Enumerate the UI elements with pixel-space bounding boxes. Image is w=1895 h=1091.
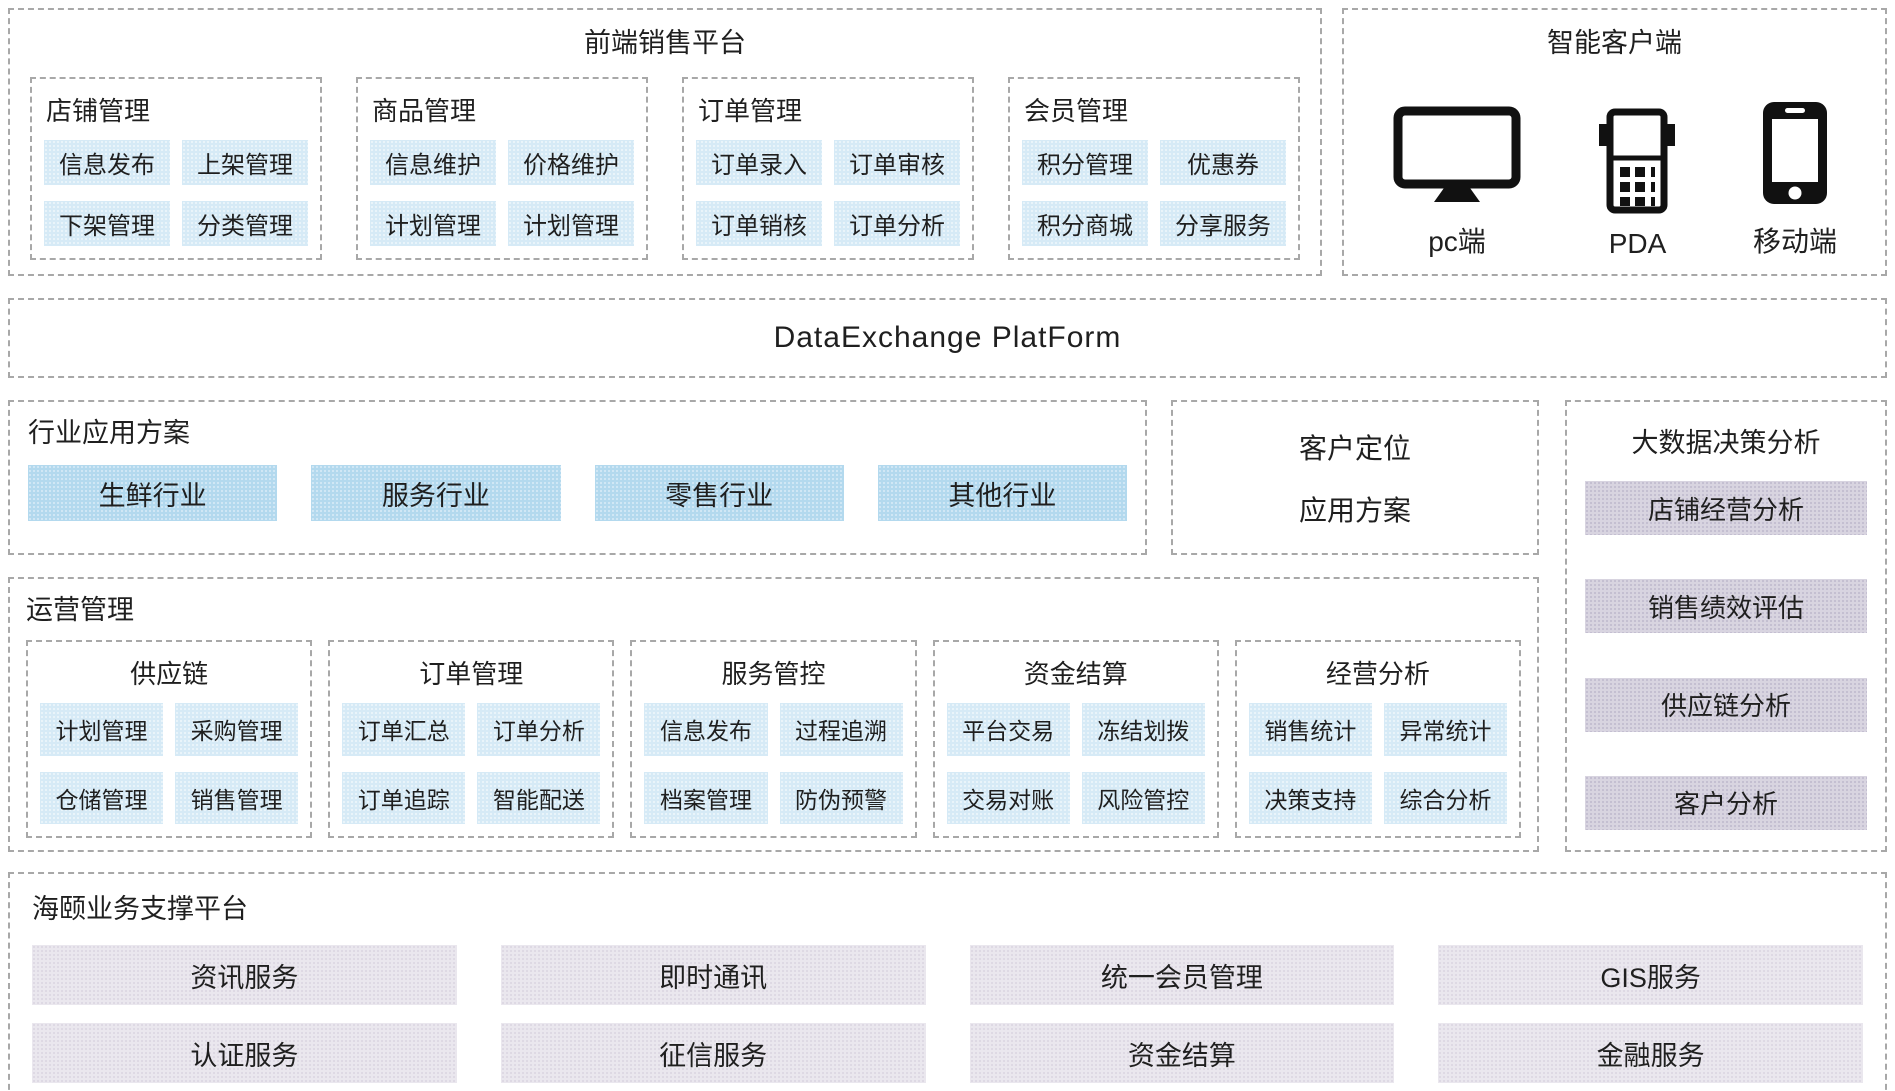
service-box: 即时通讯 bbox=[500, 945, 926, 1006]
module-chip: 信息维护 bbox=[370, 140, 496, 186]
module-chip: 过程追溯 bbox=[779, 703, 903, 756]
module-chip: 积分管理 bbox=[1022, 140, 1148, 186]
service-box: 资金结算 bbox=[969, 1023, 1395, 1084]
module-chip: 档案管理 bbox=[644, 771, 768, 824]
module-chip: 决策支持 bbox=[1248, 771, 1372, 824]
industry-chip: 生鲜行业 bbox=[28, 465, 278, 522]
module-chip: 风险管控 bbox=[1081, 771, 1205, 824]
module-chip: 订单汇总 bbox=[342, 703, 466, 756]
big-data-title: 大数据决策分析 bbox=[1631, 428, 1821, 458]
big-data-panel: 大数据决策分析 店铺经营分析 销售绩效评估 供应链分析 客户分析 bbox=[1565, 400, 1887, 852]
device-label: pc端 bbox=[1428, 226, 1486, 257]
module-chip: 订单审核 bbox=[834, 140, 960, 186]
operations-panel: 运营管理 供应链 计划管理 采购管理 仓储管理 销售管理 订单管理 bbox=[8, 577, 1539, 852]
data-exchange-title: DataExchange PlatForm bbox=[773, 321, 1122, 354]
industry-chip: 零售行业 bbox=[594, 465, 844, 522]
module-chip: 信息发布 bbox=[44, 140, 170, 186]
service-box: 资讯服务 bbox=[32, 945, 457, 1006]
analysis-chip: 销售绩效评估 bbox=[1585, 579, 1867, 634]
group-title: 店铺管理 bbox=[46, 96, 151, 127]
support-platform-panel: 海颐业务支撑平台 资讯服务 即时通讯 统一会员管理 GIS服务 认证服务 征信服… bbox=[8, 872, 1887, 1091]
group-supply-chain: 供应链 计划管理 采购管理 仓储管理 销售管理 bbox=[26, 640, 313, 838]
module-chip: 订单销核 bbox=[696, 201, 822, 246]
group-title: 资金结算 bbox=[1023, 659, 1128, 690]
group-title: 经营分析 bbox=[1325, 659, 1430, 690]
device-pda: PDA bbox=[1598, 108, 1676, 260]
module-chip: 订单录入 bbox=[696, 140, 822, 186]
industry-solutions-panel: 行业应用方案 生鲜行业 服务行业 零售行业 其他行业 bbox=[8, 400, 1147, 555]
group-title: 订单管理 bbox=[698, 96, 803, 127]
module-chip: 分享服务 bbox=[1160, 201, 1286, 246]
group-business-analysis: 经营分析 销售统计 异常统计 决策支持 综合分析 bbox=[1234, 640, 1522, 838]
group-service-control: 服务管控 信息发布 过程追溯 档案管理 防伪预警 bbox=[630, 640, 917, 838]
customer-positioning-line2: 应用方案 bbox=[1298, 494, 1411, 526]
customer-positioning-panel: 客户定位 应用方案 bbox=[1171, 400, 1539, 555]
group-title: 商品管理 bbox=[372, 96, 477, 127]
module-chip: 价格维护 bbox=[508, 140, 634, 186]
analysis-chip: 客户分析 bbox=[1585, 775, 1867, 830]
support-platform-title: 海颐业务支撑平台 bbox=[32, 894, 248, 924]
module-chip: 订单分析 bbox=[477, 703, 601, 756]
module-chip: 平台交易 bbox=[946, 703, 1070, 756]
group-title: 订单管理 bbox=[419, 659, 524, 690]
analysis-chip: 店铺经营分析 bbox=[1585, 481, 1867, 536]
module-chip: 采购管理 bbox=[175, 703, 299, 756]
group-store-management: 店铺管理 信息发布 上架管理 下架管理 分类管理 bbox=[30, 77, 322, 260]
module-chip: 综合分析 bbox=[1383, 771, 1508, 824]
operations-title: 运营管理 bbox=[26, 595, 134, 625]
group-fund-settlement: 资金结算 平台交易 冻结划拨 交易对账 风险管控 bbox=[932, 640, 1219, 838]
module-chip: 智能配送 bbox=[477, 771, 601, 824]
front-platform-panel: 前端销售平台 店铺管理 信息发布 上架管理 下架管理 分类管理 商品管理 信息维… bbox=[8, 8, 1322, 276]
module-chip: 销售统计 bbox=[1248, 703, 1372, 756]
module-chip: 订单追踪 bbox=[342, 771, 466, 824]
device-label: PDA bbox=[1608, 228, 1667, 259]
smart-client-panel: 智能客户端 pc端 bbox=[1342, 8, 1887, 276]
module-chip: 下架管理 bbox=[44, 201, 170, 246]
module-chip: 计划管理 bbox=[508, 201, 634, 246]
service-box: GIS服务 bbox=[1438, 945, 1863, 1006]
analysis-chip: 供应链分析 bbox=[1585, 677, 1867, 732]
module-chip: 防伪预警 bbox=[779, 771, 903, 824]
data-exchange-band: DataExchange PlatForm bbox=[8, 298, 1887, 378]
module-chip: 优惠券 bbox=[1160, 140, 1286, 186]
service-box: 金融服务 bbox=[1438, 1023, 1863, 1084]
device-pc: pc端 bbox=[1392, 106, 1522, 260]
module-chip: 信息发布 bbox=[644, 703, 768, 756]
module-chip: 异常统计 bbox=[1383, 703, 1508, 756]
module-chip: 仓储管理 bbox=[40, 771, 164, 824]
group-title: 供应链 bbox=[130, 659, 209, 690]
front-platform-title: 前端销售平台 bbox=[584, 28, 746, 58]
module-chip: 冻结划拨 bbox=[1081, 703, 1205, 756]
group-title: 会员管理 bbox=[1024, 96, 1129, 127]
module-chip: 销售管理 bbox=[175, 771, 299, 824]
module-chip: 订单分析 bbox=[834, 201, 960, 246]
service-box: 统一会员管理 bbox=[969, 945, 1395, 1006]
group-title: 服务管控 bbox=[721, 659, 826, 690]
module-chip: 交易对账 bbox=[946, 771, 1070, 824]
module-chip: 分类管理 bbox=[182, 201, 308, 246]
module-chip: 计划管理 bbox=[370, 201, 496, 246]
module-chip: 计划管理 bbox=[40, 703, 164, 756]
module-chip: 积分商城 bbox=[1022, 201, 1148, 246]
smart-client-title: 智能客户端 bbox=[1547, 28, 1682, 58]
group-product-management: 商品管理 信息维护 价格维护 计划管理 计划管理 bbox=[356, 77, 648, 260]
industry-chip: 服务行业 bbox=[311, 465, 561, 522]
industry-chip: 其他行业 bbox=[877, 465, 1127, 522]
group-member-management: 会员管理 积分管理 优惠券 积分商城 分享服务 bbox=[1008, 77, 1300, 260]
customer-positioning-line1: 客户定位 bbox=[1298, 432, 1411, 464]
device-mobile: 移动端 bbox=[1753, 100, 1837, 260]
module-chip: 上架管理 bbox=[182, 140, 308, 186]
service-box: 征信服务 bbox=[500, 1023, 926, 1084]
group-ops-order-management: 订单管理 订单汇总 订单分析 订单追踪 智能配送 bbox=[328, 640, 615, 838]
pda-icon bbox=[1599, 108, 1676, 214]
industry-solutions-title: 行业应用方案 bbox=[28, 418, 190, 448]
service-box: 认证服务 bbox=[32, 1023, 457, 1084]
group-order-management: 订单管理 订单录入 订单审核 订单销核 订单分析 bbox=[682, 77, 974, 260]
device-label: 移动端 bbox=[1752, 226, 1837, 257]
mobile-icon bbox=[1762, 102, 1827, 204]
pc-icon bbox=[1393, 106, 1521, 202]
